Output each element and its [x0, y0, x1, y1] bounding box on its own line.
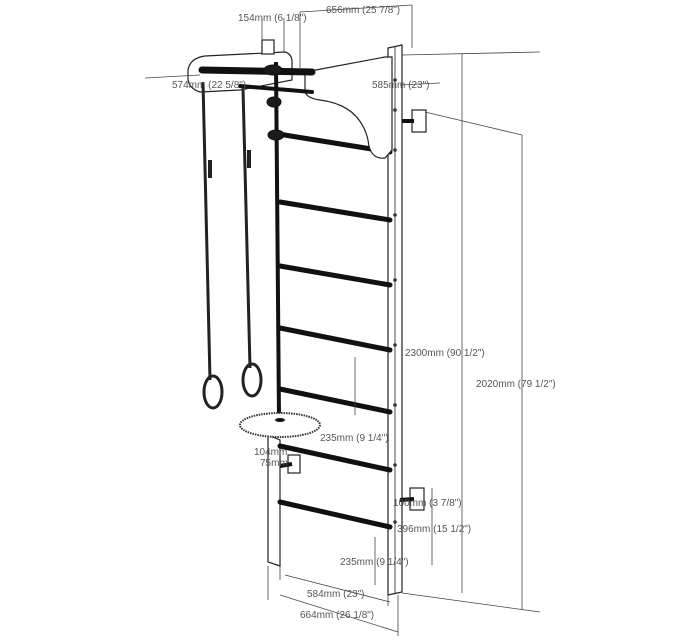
dim-mount-height: 2020mm (79 1/2"): [476, 379, 556, 390]
dimension-lines: [144, 4, 541, 636]
dim-bar-left-width: 574mm (22 5/8"): [172, 80, 246, 91]
dim-total-height: 2300mm (90 1/2"): [405, 348, 485, 359]
dim-rung-spacing-upper: 235mm (9 1/4"): [320, 433, 389, 444]
dim-wall-offset: 100mm (3 7/8"): [393, 498, 462, 509]
dim-top-width: 656mm (25 7/8"): [326, 5, 400, 16]
pull-up-bracket: [187, 39, 393, 159]
rung: [277, 443, 393, 473]
rope-disc: [239, 412, 321, 438]
wall-mount-upper: [402, 109, 427, 133]
rungs: [269, 130, 393, 530]
dim-outer-width: 664mm (26 1/8"): [300, 610, 374, 621]
dim-bracket-depth: 154mm (6 1/8"): [238, 13, 307, 24]
dim-disc-small: 75mm: [260, 458, 288, 469]
rung: [277, 499, 393, 530]
dim-rung-spacing-lower: 235mm (9 1/4"): [340, 557, 409, 568]
wall-mount-left: [279, 454, 301, 474]
rung: [277, 263, 393, 288]
climbing-rope: [263, 61, 285, 419]
dim-bar-right-width: 585mm (23"): [372, 80, 429, 91]
rung: [277, 199, 393, 223]
dim-lower-mount: 396mm (15 1/2"): [397, 524, 471, 535]
dim-disc-diameter: 104mm: [254, 447, 287, 458]
gymnastic-rings: [201, 81, 263, 410]
dim-inner-width: 584mm (23"): [307, 589, 364, 600]
rung: [277, 386, 393, 415]
wall-mount-lower: [399, 487, 425, 511]
rung: [277, 325, 393, 353]
